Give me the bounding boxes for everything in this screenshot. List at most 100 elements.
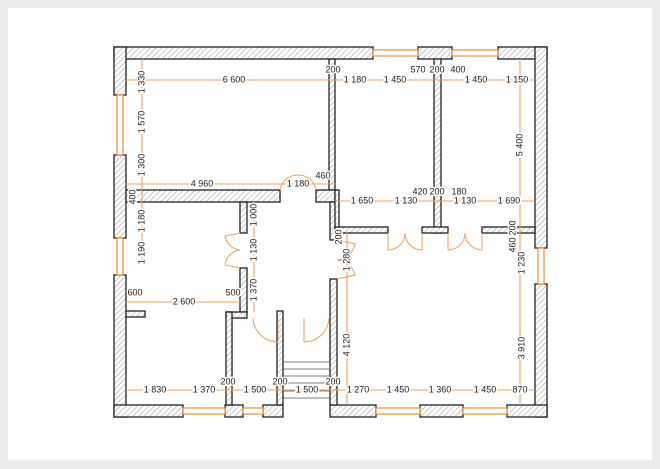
window: [116, 237, 124, 276]
window: [372, 49, 419, 57]
dim-label: 1 150: [506, 74, 529, 84]
wall: [225, 311, 233, 406]
wall: [334, 189, 340, 231]
wall-bottom-1: [113, 404, 184, 418]
dim-label: 6 600: [223, 74, 246, 84]
dim-label: 1 180: [136, 210, 146, 233]
dim-label: 1 190: [136, 242, 146, 265]
dim-label: 1 280: [341, 249, 351, 272]
dim-label: 1 130: [248, 239, 258, 262]
dim-label: 4 960: [191, 178, 214, 188]
wall-right-1: [534, 46, 548, 249]
dim-label: 1 450: [384, 74, 407, 84]
wall-bottom-6: [506, 404, 548, 418]
wall: [125, 189, 281, 203]
door-swing: [447, 232, 483, 251]
dim-label: 200: [220, 376, 235, 386]
window: [182, 407, 226, 415]
wall-right-2: [534, 283, 548, 418]
wall: [315, 189, 336, 203]
dim-label: 1 500: [296, 384, 319, 394]
dim-label: 1 650: [351, 195, 374, 205]
dim-label: 1 130: [454, 195, 477, 205]
dim-label: 1 230: [516, 252, 526, 275]
dim-label: 2 600: [173, 296, 196, 306]
dim-label: 1 130: [395, 195, 418, 205]
wall-left-3: [113, 274, 127, 418]
window: [462, 407, 508, 415]
wall: [239, 267, 248, 313]
wall-left-2: [113, 154, 127, 239]
wall: [433, 58, 442, 234]
dim-label: 4 120: [341, 334, 351, 357]
window: [451, 49, 499, 57]
wall-left-1: [113, 46, 127, 96]
door-swing: [279, 174, 317, 191]
dim-label: 1 300: [136, 154, 146, 177]
door-swing: [387, 232, 423, 251]
dim-label: 400: [450, 64, 465, 74]
dim-label: 180: [451, 186, 466, 196]
dim-label: 1 450: [387, 384, 410, 394]
doors: [224, 174, 483, 343]
dim-label: 1 690: [498, 195, 521, 205]
dim-label: 3 910: [516, 337, 526, 360]
door-swing: [224, 232, 241, 269]
dim-label: 420: [412, 186, 427, 196]
dim-label: 1 450: [474, 384, 497, 394]
dim-label: 460: [507, 237, 517, 252]
window: [375, 407, 421, 415]
dim-label: 1 180: [344, 74, 367, 84]
dim-label: 200: [429, 186, 444, 196]
dim-label: 500: [225, 287, 240, 297]
dimension-lines: [126, 59, 535, 405]
dim-label: 1 330: [136, 71, 146, 94]
dim-label: 1 270: [347, 384, 370, 394]
dim-label: 5 400: [514, 134, 524, 157]
dim-label: 1 370: [193, 384, 216, 394]
wall-top-mid: [417, 46, 453, 60]
dim-label: 1 370: [248, 279, 258, 302]
wall: [239, 201, 248, 234]
windows: [116, 49, 545, 415]
wall: [329, 278, 338, 406]
wall-bottom-3: [262, 404, 284, 418]
dim-label: 200: [429, 64, 444, 74]
dim-label: 200: [272, 376, 287, 386]
wall: [421, 226, 449, 234]
dimension-labels: 6 600 200 1 180 1 450 570 200 400 1 450 …: [126, 63, 530, 396]
wall: [334, 226, 389, 234]
dim-label: 870: [512, 384, 527, 394]
wall: [125, 310, 146, 318]
dim-label: 1 500: [244, 384, 267, 394]
wall-bottom-2: [224, 404, 244, 418]
wall: [481, 226, 536, 234]
dim-label: 400: [127, 189, 137, 204]
dim-label: 200: [325, 64, 340, 74]
wall: [276, 310, 284, 406]
wall-bottom-4: [329, 404, 377, 418]
dim-label: 460: [315, 170, 330, 180]
interior-walls: [125, 58, 536, 406]
dim-label: 1 450: [465, 74, 488, 84]
wall-bottom-5: [419, 404, 464, 418]
dim-label: 1 180: [287, 178, 310, 188]
entrance-door-swing: [252, 317, 330, 343]
dim-label: 200: [507, 220, 517, 235]
window: [537, 247, 545, 285]
window: [242, 407, 264, 415]
dim-label: 1 830: [144, 384, 167, 394]
dim-label: 1 570: [136, 111, 146, 134]
stairs: [283, 361, 330, 399]
wall-top-left: [113, 46, 374, 60]
dim-label: 1 000: [248, 204, 258, 227]
window: [116, 94, 124, 156]
dim-label: 1 360: [429, 384, 452, 394]
dim-label: 570: [410, 64, 425, 74]
door-swing: [336, 239, 356, 280]
dim-label: 200: [325, 376, 340, 386]
dim-label: 200: [333, 229, 343, 244]
dim-label: 600: [127, 287, 142, 297]
